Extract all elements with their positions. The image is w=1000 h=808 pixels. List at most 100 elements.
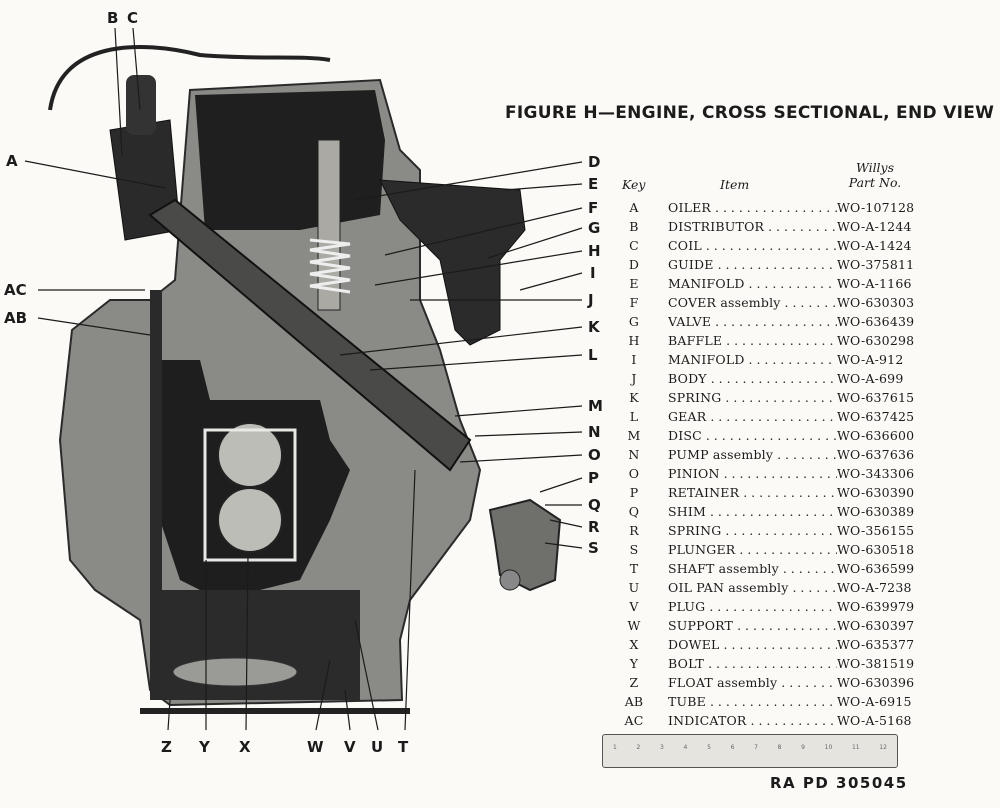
callout-v: V: [344, 738, 356, 756]
engine-illustration: [48, 45, 562, 714]
ruler-mark: 9: [801, 744, 805, 751]
cylinder-head: [195, 90, 385, 230]
table-row: MDISCWO-636600: [610, 426, 940, 445]
ruler-mark: 2: [636, 744, 641, 751]
part-number-cell: WO-635377: [837, 635, 915, 654]
coil: [126, 75, 156, 135]
key-cell: W: [627, 618, 641, 633]
main-bearing-cap: [203, 428, 297, 562]
oil-pump-shaft: [148, 198, 472, 472]
table-row: GVALVEWO-636439: [610, 312, 940, 331]
item-cell: INDICATOR: [668, 711, 838, 730]
callout-j: J: [587, 291, 594, 309]
key-cell: X: [629, 637, 639, 652]
part-number-cell: WO-636439: [837, 312, 915, 331]
ruler-mark: 11: [851, 744, 860, 751]
item-cell: SPRING: [668, 388, 838, 407]
item-cell: FLOAT assembly: [668, 673, 838, 692]
callout-z: Z: [161, 738, 172, 756]
part-number-cell: WO-A-1424: [837, 236, 912, 255]
callout-c: C: [127, 9, 138, 27]
part-number-cell: WO-637615: [837, 388, 915, 407]
valve-guide: [317, 139, 341, 311]
callout-labels: A B C D E F G H I J K L M N O P Q R S AC…: [4, 9, 603, 756]
table-row: ACINDICATORWO-A-5168: [610, 711, 940, 730]
part-number-cell: WO-630397: [837, 616, 915, 635]
table-row: DGUIDEWO-375811: [610, 255, 940, 274]
callout-f: F: [588, 199, 598, 217]
item-cell: TUBE: [668, 692, 838, 711]
table-row: SPLUNGERWO-630518: [610, 540, 940, 559]
figure-code: RA PD 305045: [770, 774, 908, 792]
item-cell: DISTRIBUTOR: [668, 217, 838, 236]
callout-n: N: [588, 423, 601, 441]
part-number-cell: WO-630389: [837, 502, 915, 521]
key-cell: I: [631, 352, 637, 367]
item-cell: PLUNGER: [668, 540, 838, 559]
key-cell: G: [628, 314, 640, 329]
part-number-cell: WO-A-912: [837, 350, 904, 369]
item-cell: DISC: [668, 426, 838, 445]
key-cell: S: [629, 542, 639, 557]
callout-d: D: [588, 153, 600, 171]
callout-i: I: [590, 264, 596, 282]
table-row: HBAFFLEWO-630298: [610, 331, 940, 350]
callout-ac: AC: [4, 281, 27, 299]
item-cell: SUPPORT: [668, 616, 838, 635]
item-cell: SHAFT assembly: [668, 559, 838, 578]
table-row: CCOILWO-A-1424: [610, 236, 940, 255]
table-row: LGEARWO-637425: [610, 407, 940, 426]
callout-o: O: [588, 446, 601, 464]
callout-u: U: [371, 738, 383, 756]
item-cell: GEAR: [668, 407, 838, 426]
table-row: R SPRINGWO-356155: [610, 521, 940, 540]
part-number-cell: WO-630396: [837, 673, 915, 692]
item-header: Item: [720, 177, 750, 192]
part-number-cell: WO-630303: [837, 293, 915, 312]
callout-s: S: [588, 539, 599, 557]
part-number-cell: WO-637425: [837, 407, 915, 426]
key-cell: C: [629, 238, 639, 253]
part-number-cell: WO-A-6915: [837, 692, 912, 711]
callout-q: Q: [588, 496, 601, 514]
part-number-cell: WO-375811: [837, 255, 915, 274]
key-cell: Q: [628, 504, 640, 519]
key-cell: N: [628, 447, 640, 462]
key-cell: T: [629, 561, 639, 576]
ruler-mark: 3: [660, 744, 664, 751]
callout-h: H: [588, 242, 601, 260]
key-cell: F: [629, 295, 639, 310]
figure-title: FIGURE H—ENGINE, CROSS SECTIONAL, END VI…: [505, 103, 995, 123]
item-cell: MANIFOLD: [668, 350, 838, 369]
table-row: YBOLTWO-381519: [610, 654, 940, 673]
part-number-cell: WO-A-699: [837, 369, 904, 388]
callout-t: T: [398, 738, 409, 756]
table-row: T SHAFT assemblyWO-636599: [610, 559, 940, 578]
base-line: [140, 708, 410, 714]
valve-spring: [309, 238, 351, 294]
part-number-cell: WO-356155: [837, 521, 915, 540]
part-number-cell: WO-636599: [837, 559, 915, 578]
callout-r: R: [588, 518, 600, 536]
ruler-mark: 8: [777, 744, 782, 751]
ruler-mark: 4: [683, 744, 688, 751]
item-cell: SHIM: [668, 502, 838, 521]
key-cell: R: [629, 523, 639, 538]
table-row: EMANIFOLDWO-A-1166: [610, 274, 940, 293]
item-cell: RETAINER: [668, 483, 838, 502]
item-cell: BOLT: [668, 654, 838, 673]
table-row: JBODYWO-A-699: [610, 369, 940, 388]
callout-p: P: [588, 469, 599, 487]
key-cell: M: [627, 428, 641, 443]
part-number-cell: WO-639979: [837, 597, 915, 616]
callout-ab: AB: [4, 309, 27, 327]
table-row: OPINIONWO-343306: [610, 464, 940, 483]
table-row: Q SHIMWO-630389: [610, 502, 940, 521]
item-cell: PINION: [668, 464, 838, 483]
key-cell: E: [629, 276, 639, 291]
item-cell: SPRING: [668, 521, 838, 540]
